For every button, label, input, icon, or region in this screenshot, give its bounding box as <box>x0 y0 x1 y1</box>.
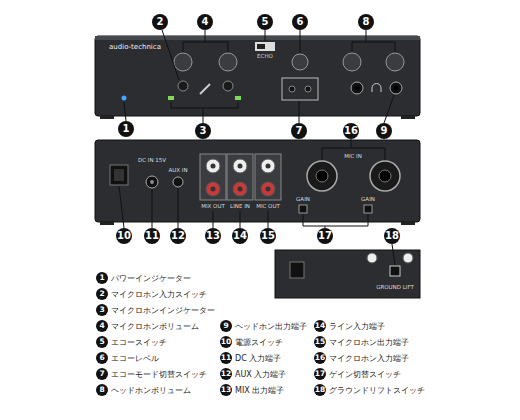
legend-number: 16 <box>314 352 326 364</box>
callout-number: 16 <box>343 123 359 139</box>
callout-number: 6 <box>292 14 308 30</box>
callout-number: 8 <box>358 14 374 30</box>
panel-text: GROUND LIFT <box>376 284 414 291</box>
callout-number: 5 <box>257 14 273 30</box>
panel-text: DC IN 15V <box>138 157 166 164</box>
panel-text: GAIN <box>296 196 310 203</box>
panel-text: MIC IN <box>344 153 362 160</box>
legend-number: 7 <box>96 368 108 380</box>
part-name: MIX 出力端子 <box>235 385 284 396</box>
callout-number: 11 <box>144 228 160 244</box>
legend-number: 3 <box>96 304 108 316</box>
callout-number: 2 <box>152 14 168 30</box>
part-name: ゲイン切替スイッチ <box>329 369 401 380</box>
brand-text: audio-technica <box>109 43 161 52</box>
panel-text: GAIN <box>361 196 375 203</box>
part-name: マイクロホンインジケーター <box>111 305 215 316</box>
legend-number: 1 <box>96 272 108 284</box>
panel-text: LINE IN <box>230 203 250 210</box>
part-name: AUX 入力端子 <box>235 369 286 380</box>
part-name: マイクロホン入力スイッチ <box>111 289 207 300</box>
legend-number: 12 <box>220 368 232 380</box>
legend-number: 10 <box>220 336 232 348</box>
callout-number: 4 <box>197 14 213 30</box>
panel-text: MIX OUT <box>201 203 225 210</box>
panel-text: ECHO <box>257 53 273 60</box>
part-name: マイクロホン出力端子 <box>329 337 409 348</box>
panel-text: AUX IN <box>168 167 187 174</box>
legend-number: 11 <box>220 352 232 364</box>
legend-number: 8 <box>96 384 108 396</box>
legend-number: 17 <box>314 368 326 380</box>
part-name: 電源スイッチ <box>235 337 283 348</box>
part-name: エコーレベル <box>111 353 159 364</box>
part-name: エコーモード切替スイッチ <box>111 369 207 380</box>
part-name: ヘッドホンボリューム <box>111 385 191 396</box>
panel-text: MIC OUT <box>256 203 280 210</box>
callout-number: 1 <box>118 121 134 137</box>
legend-number: 14 <box>314 320 326 332</box>
legend-number: 9 <box>220 320 232 332</box>
legend-number: 6 <box>96 352 108 364</box>
part-name: DC 入力端子 <box>235 353 281 364</box>
part-name: マイクロホン入力端子 <box>329 353 409 364</box>
callout-number: 3 <box>195 123 211 139</box>
part-name: グラウンドリフトスイッチ <box>329 385 425 396</box>
legend-number: 13 <box>220 384 232 396</box>
callout-number: 7 <box>291 123 307 139</box>
callout-number: 15 <box>260 228 276 244</box>
legend-number: 15 <box>314 336 326 348</box>
legend-number: 4 <box>96 320 108 332</box>
callout-number: 10 <box>116 228 132 244</box>
part-name: マイクロホンボリューム <box>111 321 199 332</box>
legend-number: 18 <box>314 384 326 396</box>
part-name: エコースイッチ <box>111 337 167 348</box>
part-name: ライン入力端子 <box>329 321 385 332</box>
callout-number: 14 <box>232 228 248 244</box>
callout-number: 9 <box>376 123 392 139</box>
legend-number: 5 <box>96 336 108 348</box>
part-name: ヘッドホン出力端子 <box>235 321 307 332</box>
legend-number: 2 <box>96 288 108 300</box>
callout-number: 17 <box>317 228 333 244</box>
callout-number: 13 <box>205 228 221 244</box>
callout-number: 18 <box>384 228 400 244</box>
part-name: パワーインジケーター <box>111 273 191 284</box>
callout-number: 12 <box>170 228 186 244</box>
